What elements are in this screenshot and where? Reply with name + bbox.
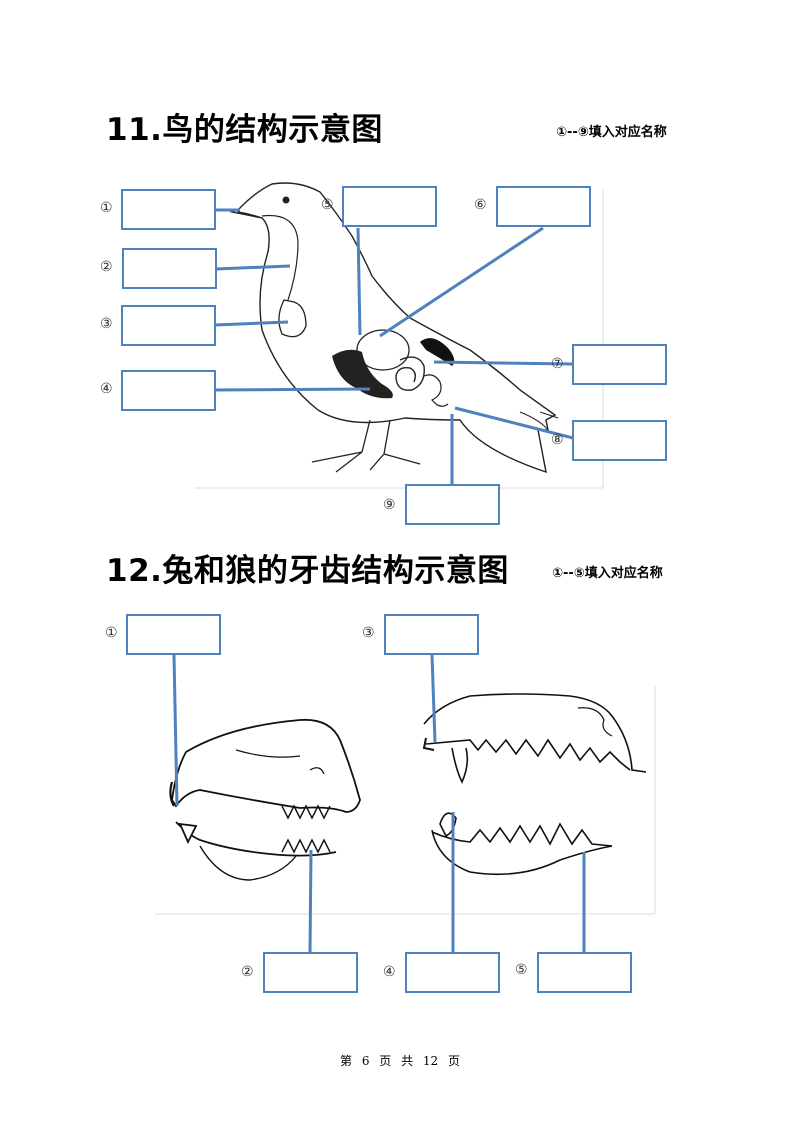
teeth-label-5: ⑤ [515, 962, 528, 978]
wolf-skull [422, 693, 647, 876]
rabbit-skull [169, 718, 361, 881]
answer-box-4[interactable] [121, 370, 216, 411]
teeth-diagram-title: 12.兔和狼的牙齿结构示意图 [106, 553, 509, 589]
teeth-diagram-instruction: ①--⑤填入对应名称 [552, 566, 663, 581]
bird-diagram-title: 11.鸟的结构示意图 [106, 112, 383, 148]
teeth-label-4: ④ [383, 964, 396, 980]
label-5: ⑤ [321, 197, 334, 213]
teeth-label-2: ② [241, 964, 254, 980]
teeth-answer-box-5[interactable] [537, 952, 632, 993]
label-2: ② [100, 259, 113, 275]
label-9: ⑨ [383, 497, 396, 513]
label-4: ④ [100, 381, 113, 397]
bird-lung [420, 338, 455, 366]
bird-diagram-instruction: ①--⑨填入对应名称 [556, 125, 667, 140]
teeth-answer-box-4[interactable] [405, 952, 500, 993]
teeth-answer-box-1[interactable] [126, 614, 221, 655]
teeth-label-1: ① [105, 625, 118, 641]
bird-esophagus [261, 214, 299, 301]
answer-box-8[interactable] [572, 420, 667, 461]
bird-stomach [356, 329, 410, 371]
answer-box-6[interactable] [496, 186, 591, 227]
label-1: ① [100, 200, 113, 216]
answer-box-9[interactable] [405, 484, 500, 525]
teeth-leader-lines [172, 654, 586, 953]
label-3: ③ [100, 316, 113, 332]
bird-crop [278, 299, 307, 338]
bird-liver [332, 349, 393, 399]
teeth-answer-box-2[interactable] [263, 952, 358, 993]
label-6: ⑥ [474, 197, 487, 213]
bird-leg [311, 419, 421, 473]
page-footer: 第 6 页 共 12 页 [340, 1054, 460, 1068]
answer-box-3[interactable] [121, 305, 216, 346]
answer-box-1[interactable] [121, 189, 216, 230]
teeth-label-3: ③ [362, 625, 375, 641]
answer-box-2[interactable] [122, 248, 217, 289]
label-8: ⑧ [551, 432, 564, 448]
answer-box-5[interactable] [342, 186, 437, 227]
answer-box-7[interactable] [572, 344, 667, 385]
label-7: ⑦ [551, 356, 564, 372]
bird-outline [237, 182, 557, 474]
teeth-answer-box-3[interactable] [384, 614, 479, 655]
bird-leader-lines [214, 208, 574, 484]
bird-eye [282, 196, 290, 204]
bird-intestine [395, 356, 425, 391]
